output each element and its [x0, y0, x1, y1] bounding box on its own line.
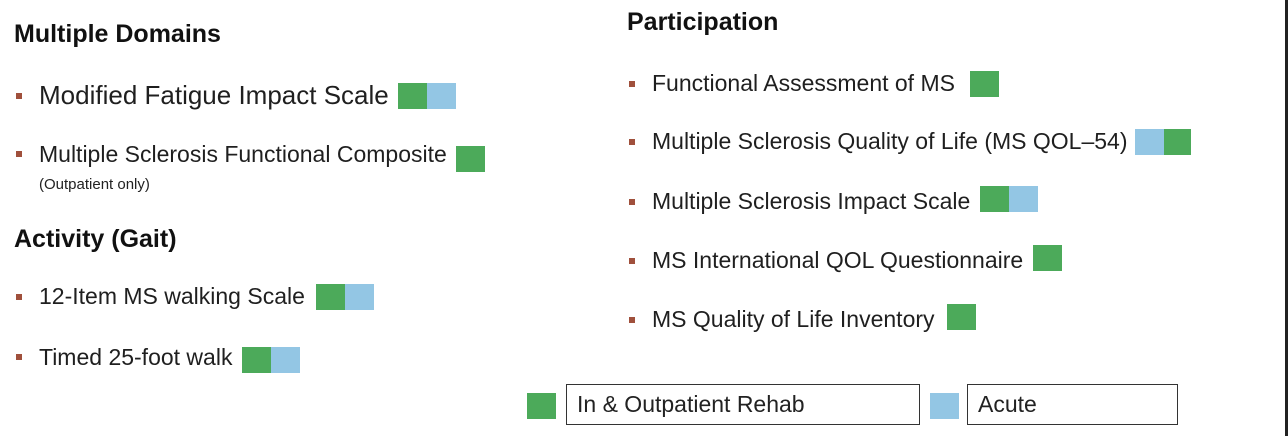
list-item-ms-international-qol-questionnaire: MS International QOL Questionnaire — [629, 244, 1063, 274]
acute-square-icon — [426, 82, 456, 109]
item-note-outpatient-only: (Outpatient only) — [39, 176, 150, 193]
inpatient-outpatient-square-icon — [946, 303, 976, 330]
inpatient-outpatient-square-icon — [1033, 244, 1063, 271]
bullet-icon — [16, 92, 22, 99]
inpatient-outpatient-square-icon — [1163, 128, 1191, 155]
right-border-divider — [1285, 0, 1288, 436]
list-item-ms-functional-composite: Multiple Sclerosis Functional Composite — [16, 136, 485, 172]
list-item-ms-quality-of-life-54: Multiple Sclerosis Quality of Life (MS Q… — [629, 128, 1191, 155]
item-label: Modified Fatigue Impact Scale — [39, 80, 389, 110]
item-label: 12-Item MS walking Scale — [39, 283, 305, 309]
item-label: Timed 25-foot walk — [39, 343, 233, 370]
item-label: Multiple Sclerosis Impact Scale — [652, 188, 971, 214]
section-title-participation: Participation — [627, 8, 779, 36]
bullet-icon — [629, 198, 635, 205]
list-item-ms-impact-scale: Multiple Sclerosis Impact Scale — [629, 185, 1039, 215]
acute-square-icon — [1009, 185, 1039, 212]
inpatient-outpatient-square-icon — [980, 185, 1010, 212]
section-title-activity-gait: Activity (Gait) — [14, 225, 177, 253]
list-item-ms-quality-of-life-inventory: MS Quality of Life Inventory — [629, 303, 976, 333]
acute-square-icon — [1134, 128, 1164, 155]
item-label: Multiple Sclerosis Quality of Life (MS Q… — [652, 128, 1128, 154]
bullet-icon — [629, 138, 635, 145]
legend-inpatient-outpatient-label: In & Outpatient Rehab — [566, 384, 920, 425]
inpatient-outpatient-square-icon — [242, 347, 272, 373]
section-title-multiple-domains: Multiple Domains — [14, 20, 221, 48]
acute-square-icon — [344, 283, 374, 310]
legend-acute-swatch-icon — [930, 393, 959, 419]
legend-acute-label: Acute — [967, 384, 1178, 425]
inpatient-outpatient-square-icon — [455, 146, 485, 172]
bullet-icon — [16, 354, 22, 360]
bullet-icon — [16, 293, 22, 300]
inpatient-outpatient-square-icon — [969, 70, 999, 97]
bullet-icon — [629, 80, 635, 87]
bullet-icon — [629, 316, 635, 323]
acute-square-icon — [271, 347, 301, 373]
item-label: MS Quality of Life Inventory — [652, 306, 935, 332]
item-label: MS International QOL Questionnaire — [652, 247, 1024, 273]
list-item-12-item-ms-walking-scale: 12-Item MS walking Scale — [16, 283, 374, 310]
bullet-icon — [629, 257, 635, 264]
bullet-icon — [16, 151, 22, 157]
list-item-modified-fatigue-impact-scale: Modified Fatigue Impact Scale — [16, 80, 456, 111]
list-item-functional-assessment-of-ms: Functional Assessment of MS — [629, 70, 999, 97]
item-label: Multiple Sclerosis Functional Composite — [39, 140, 447, 167]
list-item-timed-25-foot-walk: Timed 25-foot walk — [16, 341, 301, 373]
inpatient-outpatient-square-icon — [315, 283, 345, 310]
legend-inpatient-outpatient-swatch-icon — [527, 393, 556, 419]
item-label: Functional Assessment of MS — [652, 70, 955, 96]
inpatient-outpatient-square-icon — [397, 82, 427, 109]
